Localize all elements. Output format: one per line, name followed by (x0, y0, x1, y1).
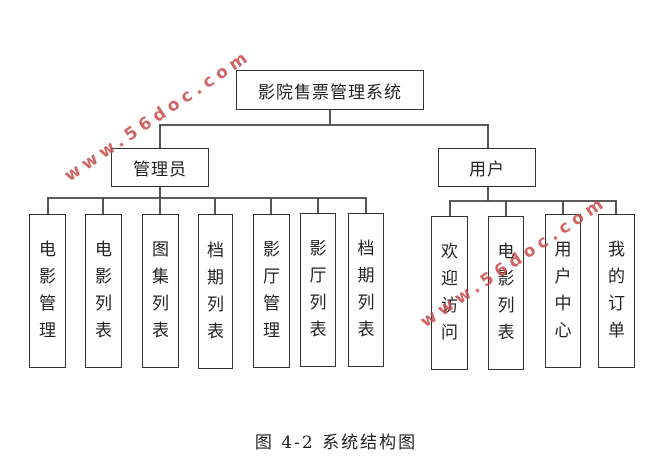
root-node: 影院售票管理系统 (236, 70, 424, 110)
admin-node-label: 管理员 (133, 160, 187, 180)
user-child-label: 我的订单 (607, 240, 625, 341)
user-child-user-center: 用户中心 (545, 214, 581, 368)
admin-child-hall-list: 影厅列表 (300, 213, 336, 367)
user-child-my-orders: 我的订单 (598, 214, 635, 368)
admin-child-schedule-list: 档期列表 (198, 214, 233, 369)
admin-child-movie-list: 电影列表 (85, 214, 122, 368)
user-child-label: 电影列表 (497, 242, 515, 343)
admin-child-label: 图集列表 (151, 240, 169, 341)
user-child-label: 欢迎访问 (440, 242, 458, 343)
figure-caption: 图 4-2 系统结构图 (254, 433, 418, 453)
admin-child-label: 影厅列表 (309, 239, 327, 340)
admin-child-movie-management: 电影管理 (29, 214, 66, 368)
user-child-label: 用户中心 (554, 240, 572, 341)
admin-child-label: 电影列表 (94, 240, 112, 341)
user-node-label: 用户 (469, 160, 505, 180)
user-child-movie-list: 电影列表 (488, 216, 524, 370)
admin-child-schedule-list-2: 档期列表 (348, 213, 384, 367)
admin-child-label: 档期列表 (206, 240, 224, 342)
root-node-label: 影院售票管理系统 (258, 82, 402, 103)
user-child-welcome: 欢迎访问 (431, 216, 468, 370)
user-node: 用户 (438, 148, 536, 187)
admin-node: 管理员 (111, 148, 209, 187)
admin-child-label: 影厅管理 (262, 240, 280, 341)
admin-child-label: 档期列表 (357, 239, 375, 340)
admin-child-label: 电影管理 (38, 240, 56, 341)
admin-child-hall-management: 影厅管理 (253, 214, 290, 368)
admin-child-gallery-list: 图集列表 (142, 214, 179, 368)
